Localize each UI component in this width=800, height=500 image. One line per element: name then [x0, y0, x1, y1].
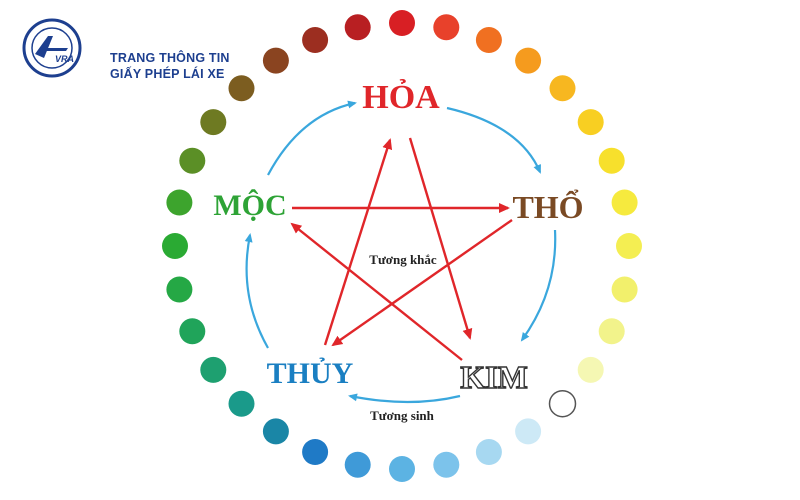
- element-tho: THỔ: [512, 189, 583, 225]
- ring-dot: [515, 418, 542, 445]
- ring-dot: [598, 318, 625, 345]
- ring-dot: [611, 276, 638, 303]
- ring-dot: [577, 356, 604, 383]
- ring-dot: [389, 456, 415, 482]
- cycle-arrow-tho-kim: [520, 229, 557, 342]
- ring-dot: [433, 14, 460, 41]
- ring-dot: [228, 75, 255, 102]
- ring-dot: [475, 439, 502, 465]
- ring-dot: [616, 233, 642, 259]
- color-dot-ring: [162, 10, 642, 482]
- star-arrow-hoa-kim: [408, 137, 473, 340]
- ring-dot: [548, 389, 577, 418]
- cycle-arrow-kim-thuy: [348, 393, 461, 404]
- ring-dot: [302, 439, 329, 465]
- site-logo[interactable]: VRA TRANG THÔNG TIN GIẤY PHÉP LÁI XE: [22, 18, 282, 81]
- generating-cycle: [244, 100, 557, 404]
- ring-dot: [166, 276, 193, 303]
- brand-line-2: GIẤY PHÉP LÁI XE: [110, 67, 225, 81]
- ring-dot: [433, 451, 460, 478]
- ring-dot: [549, 75, 576, 102]
- ring-dot: [577, 109, 604, 136]
- controlling-star: [290, 137, 513, 361]
- brand-line-1: TRANG THÔNG TIN: [110, 51, 230, 65]
- ring-dot: [389, 10, 415, 36]
- element-moc: MỘC: [213, 189, 286, 222]
- cycle-arrow-thuy-moc: [244, 233, 269, 349]
- ring-dot: [162, 233, 188, 259]
- star-arrow-kim-moc: [290, 222, 463, 361]
- label-tuong-sinh: Tương sinh: [370, 408, 435, 423]
- vra-badge-icon: VRA: [22, 18, 82, 78]
- ring-dot: [515, 47, 542, 74]
- element-kim: KIM: [460, 359, 528, 395]
- ring-dot: [179, 318, 206, 345]
- element-thuy: THỦY: [267, 357, 354, 390]
- ring-dot: [228, 390, 255, 417]
- ring-dot: [344, 14, 371, 41]
- ring-dot: [475, 27, 502, 53]
- ring-dot: [179, 147, 206, 174]
- cycle-arrow-moc-hoa: [267, 100, 357, 176]
- element-hoa: HỎA: [362, 78, 440, 116]
- ring-dot: [166, 189, 193, 216]
- label-tuong-khac: Tương khắc: [369, 252, 437, 267]
- ring-dot: [344, 451, 371, 478]
- badge-text: VRA: [55, 54, 74, 64]
- ring-dot: [262, 47, 289, 74]
- star-arrow-thuy-hoa: [323, 138, 393, 346]
- ring-dot: [611, 189, 638, 216]
- cycle-arrow-hoa-tho: [446, 106, 542, 174]
- ring-dot: [200, 109, 227, 136]
- ring-dot: [598, 147, 625, 174]
- ring-dot: [302, 27, 329, 53]
- ring-dot: [262, 418, 289, 445]
- star-arrow-tho-thuy: [331, 219, 513, 347]
- ring-dot: [200, 356, 227, 383]
